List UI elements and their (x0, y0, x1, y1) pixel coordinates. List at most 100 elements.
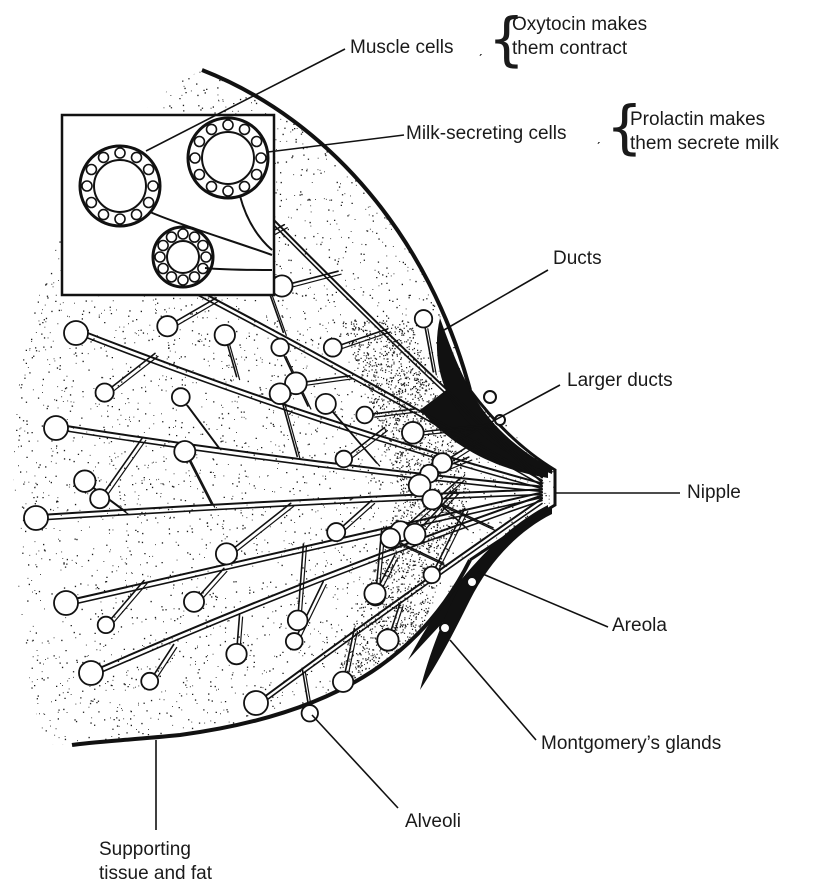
secretory-cell (194, 137, 204, 147)
label-alveoli-text: Alveoli (405, 810, 461, 834)
montgomery-gland (484, 391, 496, 403)
secretory-cell (155, 252, 165, 262)
duct-branch (237, 614, 240, 647)
duct-branch (202, 571, 227, 599)
alveolus (316, 394, 336, 414)
secretory-cell (223, 120, 233, 130)
duct-branch (110, 353, 155, 388)
secretory-cell (132, 210, 142, 220)
alveolus (402, 422, 424, 444)
label-muscle-cells-text: Muscle cells (350, 36, 453, 60)
label-prolactin-line2: them secrete milk (630, 132, 779, 156)
secretory-cell (167, 272, 177, 282)
duct-branch (230, 345, 240, 380)
secretory-cell (198, 241, 208, 251)
alveolus (174, 441, 195, 462)
duct-branch (344, 504, 374, 531)
alveolus (381, 528, 400, 547)
duct-branch (191, 461, 215, 507)
secretory-cell (167, 232, 177, 242)
lactiferous-duct (40, 490, 542, 516)
duct-branch (300, 585, 326, 639)
secretory-cell (144, 165, 154, 175)
alveolus (424, 567, 441, 584)
duct-branch (341, 501, 371, 528)
alveolus (288, 611, 308, 631)
alveolus (216, 543, 237, 564)
label-areola: Areola (612, 614, 667, 638)
alveolus (324, 339, 342, 357)
label-nipple: Nipple (687, 481, 741, 505)
label-areola-text: Areola (612, 614, 667, 638)
secretory-cell (252, 170, 262, 180)
duct-branch (174, 298, 217, 323)
label-supporting-tissue: Supporting tissue and fat (99, 838, 212, 886)
secretory-cell (86, 198, 96, 208)
alveolus (327, 523, 345, 541)
alveolus (336, 451, 353, 468)
secretory-cell (86, 165, 96, 175)
label-milk-secreting-text: Milk-secreting cells (406, 122, 566, 146)
duct-branch (306, 379, 353, 386)
alveolus (44, 416, 68, 440)
alveolus (364, 583, 385, 604)
label-alveoli: Alveoli (405, 810, 461, 834)
secretory-cell (158, 264, 168, 274)
magnified-inset (62, 115, 274, 295)
separator-mark: ˏ (478, 40, 483, 56)
label-oxytocin: Oxytocin makes them contract (512, 13, 647, 61)
secretory-cell (132, 152, 142, 162)
secretory-cell (223, 186, 233, 196)
duct-branch (157, 648, 177, 679)
label-supporting-line2: tissue and fat (99, 862, 212, 886)
secretory-cell (178, 275, 188, 285)
secretory-cell (99, 152, 109, 162)
alveolus (422, 490, 442, 510)
alveolus (24, 506, 48, 530)
secretory-cell (256, 153, 266, 163)
alveolus (215, 325, 235, 345)
alveolus (415, 310, 432, 327)
secretory-cell (201, 252, 211, 262)
secretory-cell (144, 198, 154, 208)
secretory-cell (207, 182, 217, 192)
duct-branch (113, 356, 158, 391)
label-nipple-text: Nipple (687, 481, 741, 505)
duct-branch (235, 506, 294, 552)
alveolus (404, 524, 425, 545)
secretory-cell (178, 229, 188, 239)
label-milk-secreting-cells: Milk-secreting cells (406, 122, 566, 146)
label-montgomerys-glands: Montgomery’s glands (541, 732, 721, 756)
alveolus (333, 672, 353, 692)
secretory-cell (99, 210, 109, 220)
alveolus (74, 470, 95, 491)
secretory-cell (82, 181, 92, 191)
label-ducts-text: Ducts (553, 247, 602, 271)
secretory-cell (190, 153, 200, 163)
areola-band-lower (420, 508, 552, 690)
alveolus (244, 691, 268, 715)
label-larger-ducts-text: Larger ducts (567, 369, 673, 393)
label-prolactin-line1: Prolactin makes (630, 108, 779, 132)
label-oxytocin-line1: Oxytocin makes (512, 13, 647, 37)
secretory-cell (190, 232, 200, 242)
secretory-cell (148, 181, 158, 191)
secretory-cell (115, 214, 125, 224)
separator-mark: ˏ (596, 128, 601, 144)
alveolus (286, 633, 303, 650)
secretory-cell (190, 272, 200, 282)
alveolus (226, 644, 246, 664)
label-muscle-cells: Muscle cells (350, 36, 453, 60)
duct-branch (352, 431, 387, 458)
duct-branch (227, 342, 237, 377)
alveolus (184, 592, 204, 612)
secretory-cell (158, 241, 168, 251)
alveolus (356, 407, 373, 424)
alveolus (90, 489, 109, 508)
secretory-cell (207, 124, 217, 134)
alveolus (157, 316, 177, 336)
duct-branch (185, 403, 218, 447)
montgomery-gland (440, 623, 450, 633)
duct-branch (107, 440, 146, 496)
